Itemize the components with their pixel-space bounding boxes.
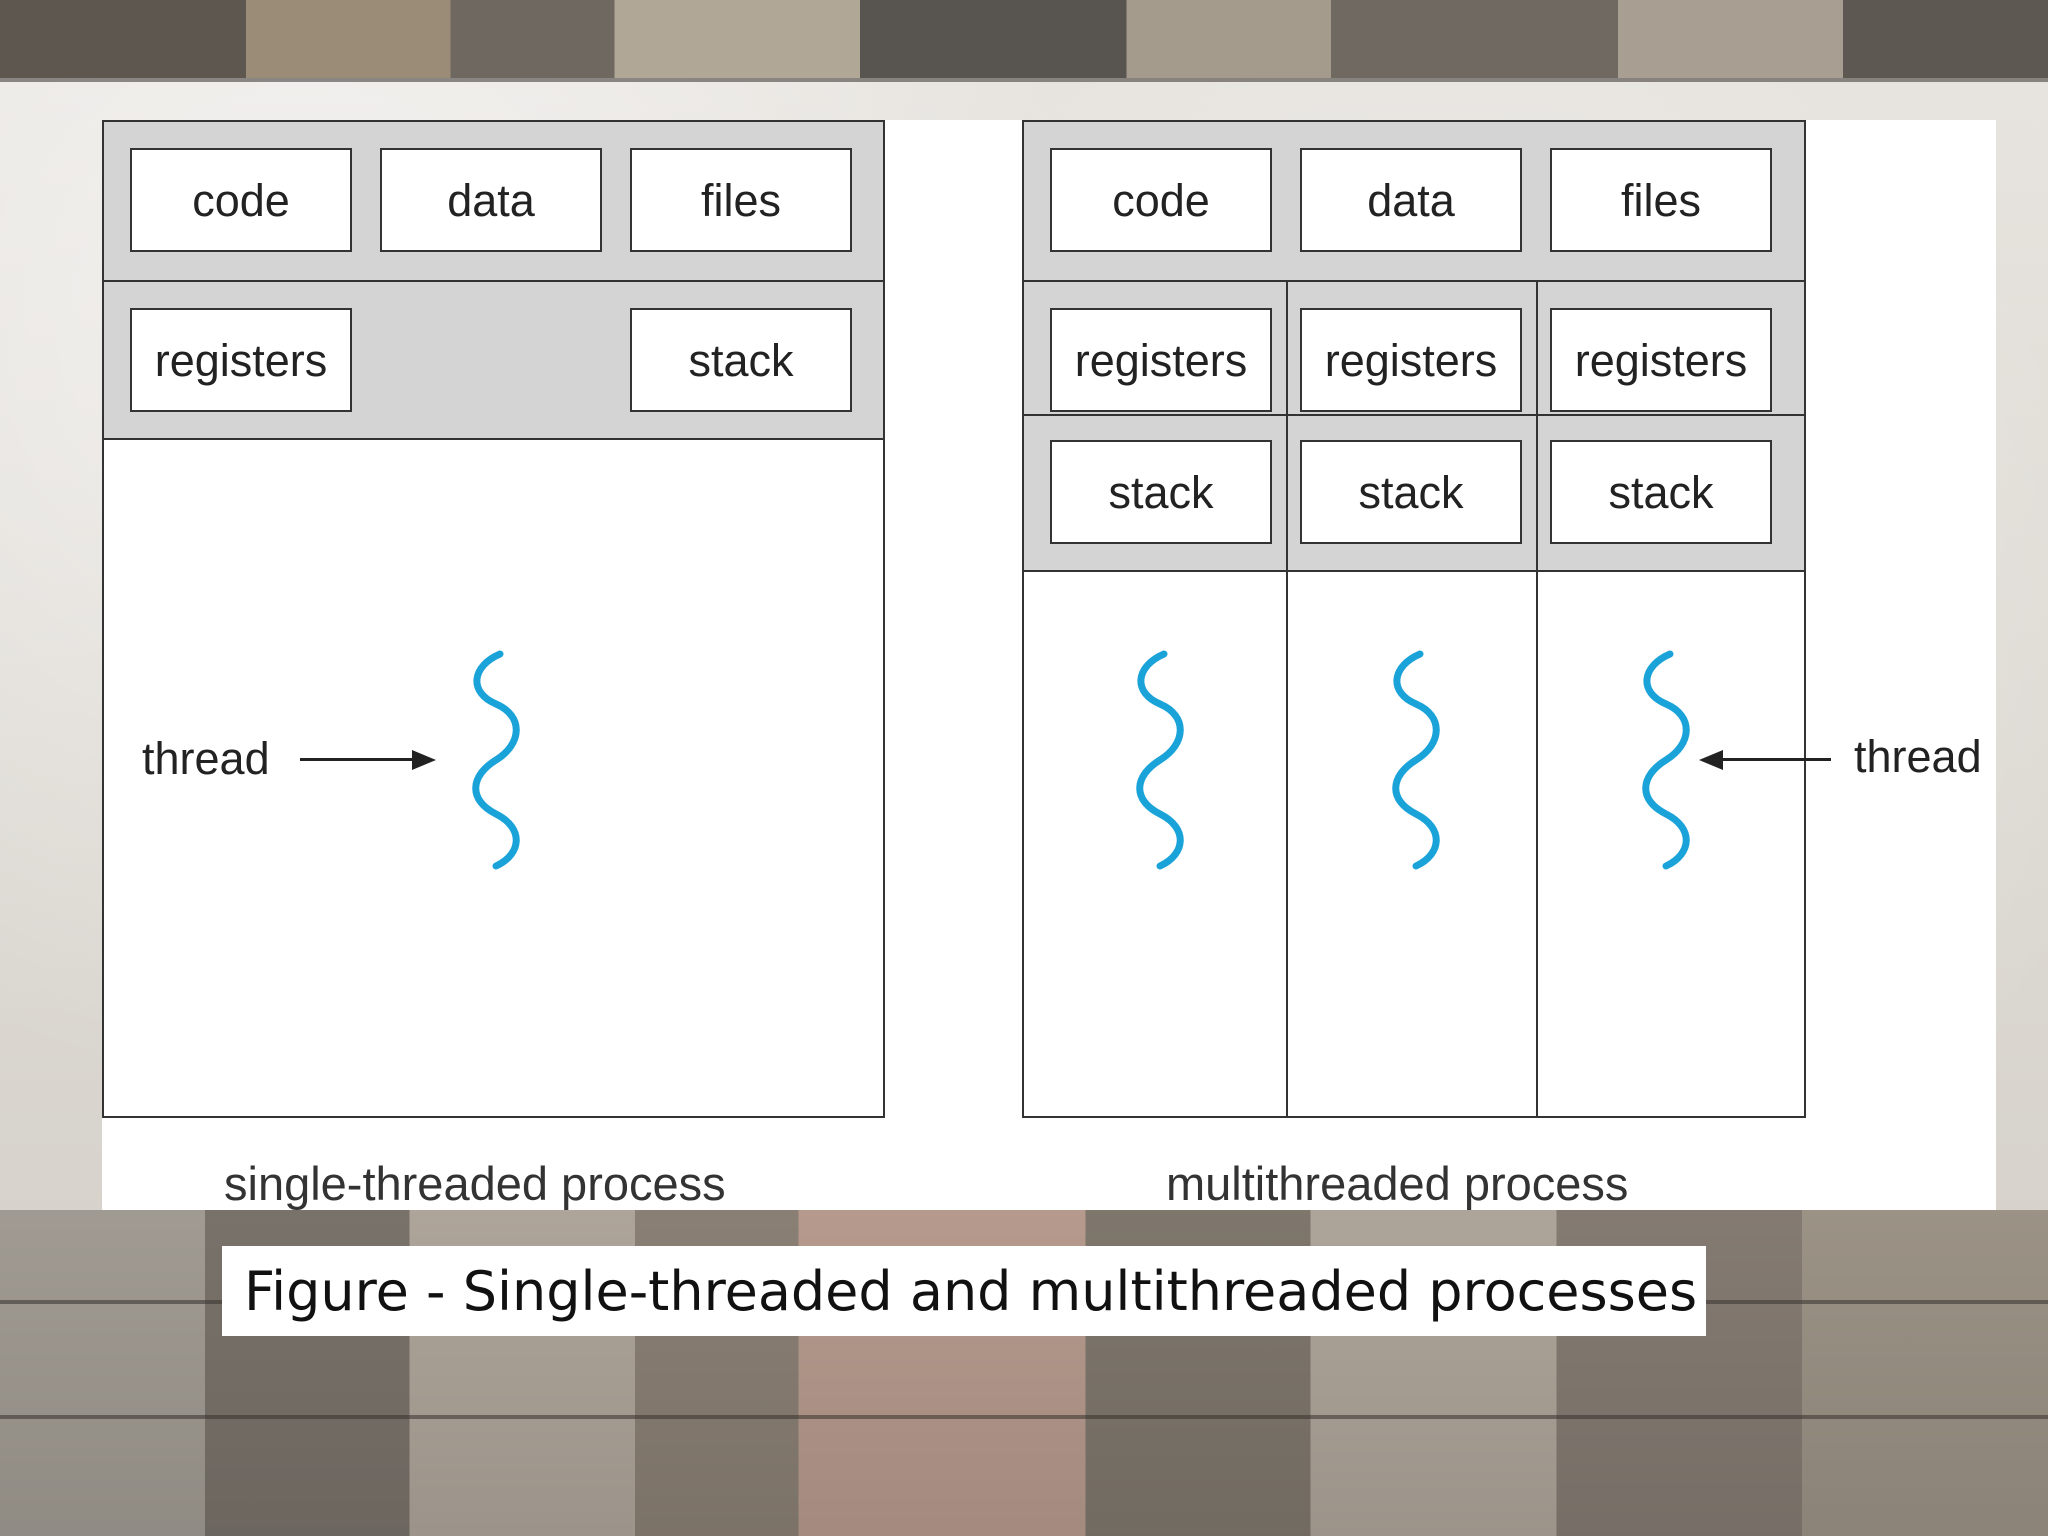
brick-line [0, 1415, 2048, 1419]
figure-caption: Figure - Single-threaded and multithread… [222, 1246, 1706, 1336]
files-box: files [1550, 148, 1772, 252]
thread-column-divider [1536, 282, 1538, 1116]
single-threaded-process: code data files registers stack thread [102, 120, 885, 1118]
single-shared-divider [104, 280, 883, 282]
thread-label: thread [1854, 731, 1982, 782]
thread-wave-icon [1136, 650, 1184, 870]
thread-column-divider [1286, 282, 1288, 1116]
stack-box: stack [1300, 440, 1522, 544]
thread-wave-icon [472, 650, 520, 870]
data-box: data [1300, 148, 1522, 252]
code-box: code [1050, 148, 1272, 252]
multithreaded-process: code data files registers registers regi… [1022, 120, 1831, 1118]
registers-box: registers [1550, 308, 1772, 412]
thread-arrow [1719, 758, 1831, 761]
thread-arrowhead [412, 750, 436, 770]
multi-shared-divider [1024, 280, 1804, 282]
diagram-panel: code data files registers stack thread c… [102, 120, 1996, 1210]
multi-thread-divider [1024, 570, 1804, 572]
brick-line [0, 78, 2048, 82]
multi-registers-divider [1024, 414, 1804, 416]
data-box: data [380, 148, 602, 252]
stack-box: stack [1050, 440, 1272, 544]
registers-box: registers [1050, 308, 1272, 412]
single-thread-divider [104, 438, 883, 440]
stack-box: stack [630, 308, 852, 412]
multi-process-caption: multithreaded process [1166, 1157, 1629, 1210]
files-box: files [630, 148, 852, 252]
stack-box: stack [1550, 440, 1772, 544]
wall-top [0, 0, 2048, 78]
thread-label: thread [142, 733, 270, 784]
registers-box: registers [130, 308, 352, 412]
thread-arrowhead [1699, 750, 1723, 770]
registers-box: registers [1300, 308, 1522, 412]
thread-wave-icon [1642, 650, 1690, 870]
thread-arrow [300, 758, 416, 761]
thread-wave-icon [1392, 650, 1440, 870]
single-process-caption: single-threaded process [224, 1157, 726, 1210]
code-box: code [130, 148, 352, 252]
